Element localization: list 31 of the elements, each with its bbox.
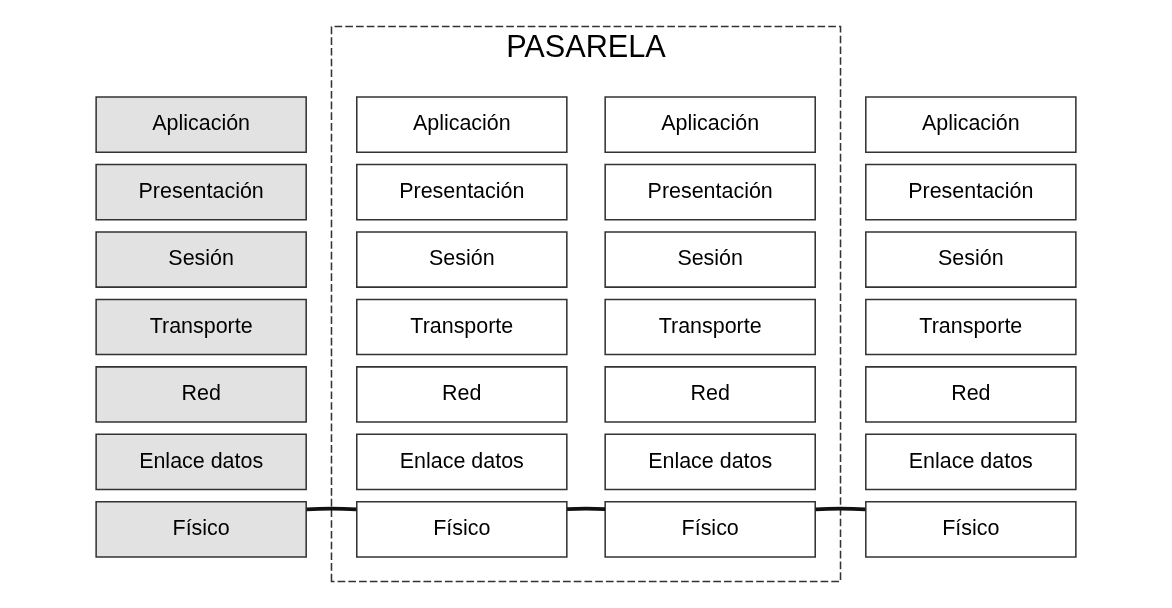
node-box: Presentación	[356, 163, 568, 221]
node-box: Aplicación	[865, 96, 1077, 153]
node-box: Sesión	[95, 231, 307, 288]
node-box: Transporte	[356, 298, 568, 356]
node-box: Red	[356, 366, 568, 423]
node-box: Aplicación	[95, 96, 307, 153]
node-box: Presentación	[865, 163, 1077, 221]
node-box: Sesión	[865, 231, 1077, 288]
connector	[815, 506, 866, 512]
node-box: Presentación	[604, 163, 816, 221]
node-box: Aplicación	[604, 96, 816, 153]
node-box: Enlace datos	[604, 433, 816, 491]
node-box: Transporte	[95, 298, 307, 356]
node-box: Sesión	[356, 231, 568, 288]
node-box: Aplicación	[356, 96, 568, 153]
node-box: Red	[604, 366, 816, 423]
node-box: Enlace datos	[95, 433, 307, 491]
connector	[567, 506, 606, 512]
node-box: Transporte	[865, 298, 1077, 356]
node-box: Presentación	[95, 163, 307, 221]
node-box: Red	[95, 366, 307, 423]
node-box: Físico	[95, 501, 307, 558]
node-box: Físico	[604, 501, 816, 558]
node-box: Físico	[356, 501, 568, 558]
node-box: Transporte	[604, 298, 816, 356]
node-box: Red	[865, 366, 1077, 423]
connector	[306, 506, 357, 512]
node-box: Enlace datos	[865, 433, 1077, 491]
node-box: Físico	[865, 501, 1077, 558]
node-box: Enlace datos	[356, 433, 568, 491]
node-box: Sesión	[604, 231, 816, 288]
